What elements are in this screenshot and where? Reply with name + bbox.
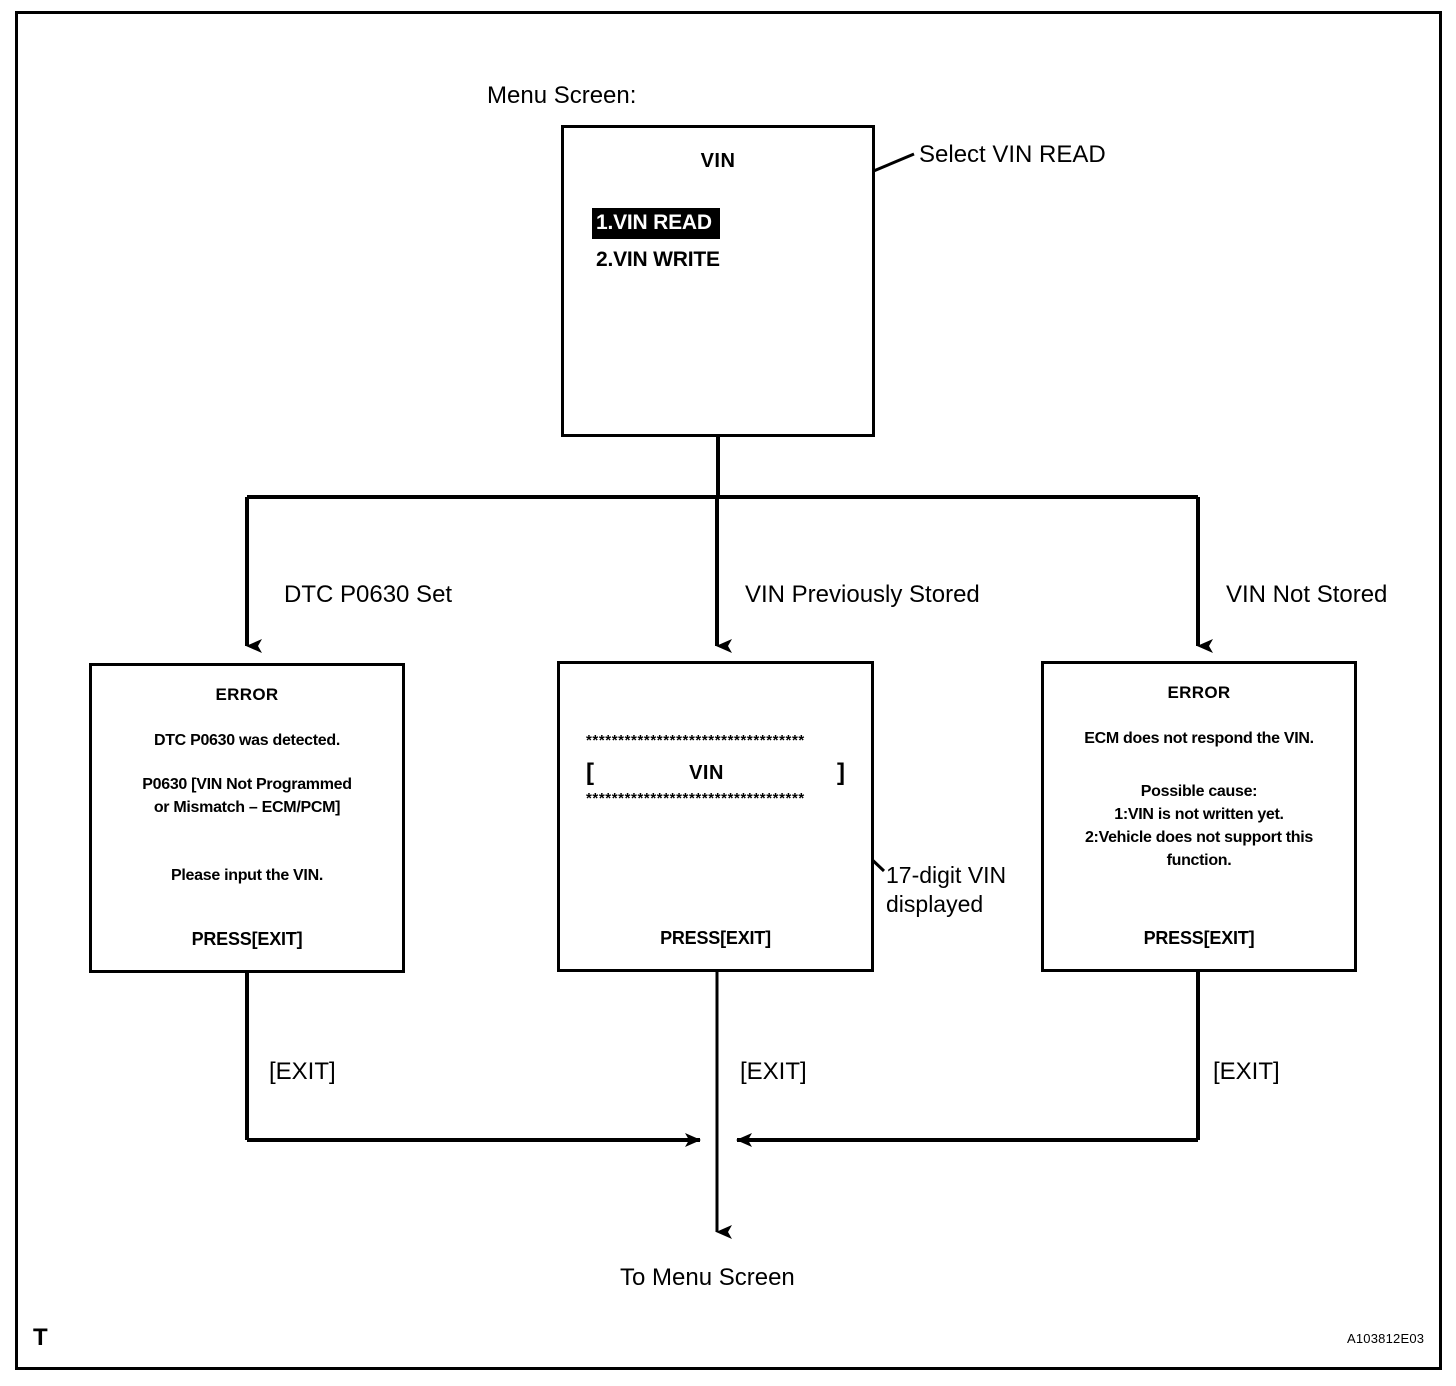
error-heading: ERROR	[1167, 683, 1231, 702]
menu-screen-label: Menu Screen:	[487, 82, 637, 109]
star-row-top: **********************************	[586, 732, 805, 749]
branch-label-dtc-p0630-set: DTC P0630 Set	[284, 581, 453, 608]
vin-value: VIN	[689, 761, 724, 784]
menu-screen: VIN 1.VIN READ 2.VIN WRITE	[561, 125, 875, 437]
vin-display-screen: ********************************** [ VIN…	[557, 661, 874, 972]
error-heading: ERROR	[215, 685, 279, 704]
exit-label-left: [EXIT]	[269, 1058, 336, 1085]
error-screen-dtc-p0630: ERROR DTC P0630 was detected. P0630 [VIN…	[89, 663, 405, 973]
branch-label-vin-previously-stored: VIN Previously Stored	[745, 581, 980, 608]
error-line-cause-2: 2:Vehicle does not support this	[1084, 829, 1314, 846]
menu-item-vin-read[interactable]: 1.VIN READ	[592, 208, 720, 239]
error-line-detected: DTC P0630 was detected.	[153, 732, 341, 749]
error-line-code-2: or Mismatch – ECM/PCM]	[153, 799, 341, 816]
vin-field-row: [ VIN ]	[586, 759, 845, 787]
error-screen-no-response: ERROR ECM does not respond the VIN. Poss…	[1041, 661, 1357, 972]
error-line-cause-1: 1:VIN is not written yet.	[1114, 806, 1284, 823]
vin-bracket-open: [	[586, 759, 594, 786]
error-line-instruction: Please input the VIN.	[171, 867, 323, 884]
press-exit-footer: PRESS[EXIT]	[1143, 928, 1255, 948]
error-line-cause-2-cont: function.	[1166, 852, 1232, 869]
menu-screen-title: VIN	[700, 150, 736, 172]
branch-label-vin-not-stored: VIN Not Stored	[1226, 581, 1388, 608]
exit-label-right: [EXIT]	[1213, 1058, 1280, 1085]
error-line-no-respond: ECM does not respond the VIN.	[1084, 730, 1314, 747]
error-line-code-1: P0630 [VIN Not Programmed	[142, 776, 352, 793]
to-menu-screen-label: To Menu Screen	[620, 1264, 795, 1291]
star-row-bottom: **********************************	[586, 790, 805, 807]
menu-item-vin-write[interactable]: 2.VIN WRITE	[596, 248, 720, 271]
vin-digits-callout: 17-digit VIN displayed	[886, 862, 1007, 917]
press-exit-footer: PRESS[EXIT]	[660, 928, 771, 948]
figure-frame	[15, 11, 1442, 1370]
figure-code: A103812E03	[1347, 1331, 1425, 1346]
select-vin-read-callout: Select VIN READ	[919, 141, 1106, 168]
vin-bracket-close: ]	[837, 759, 845, 786]
exit-label-middle: [EXIT]	[740, 1058, 807, 1085]
corner-marker: T	[33, 1324, 48, 1351]
error-line-possible-cause: Possible cause:	[1140, 783, 1258, 800]
press-exit-footer: PRESS[EXIT]	[191, 929, 303, 949]
